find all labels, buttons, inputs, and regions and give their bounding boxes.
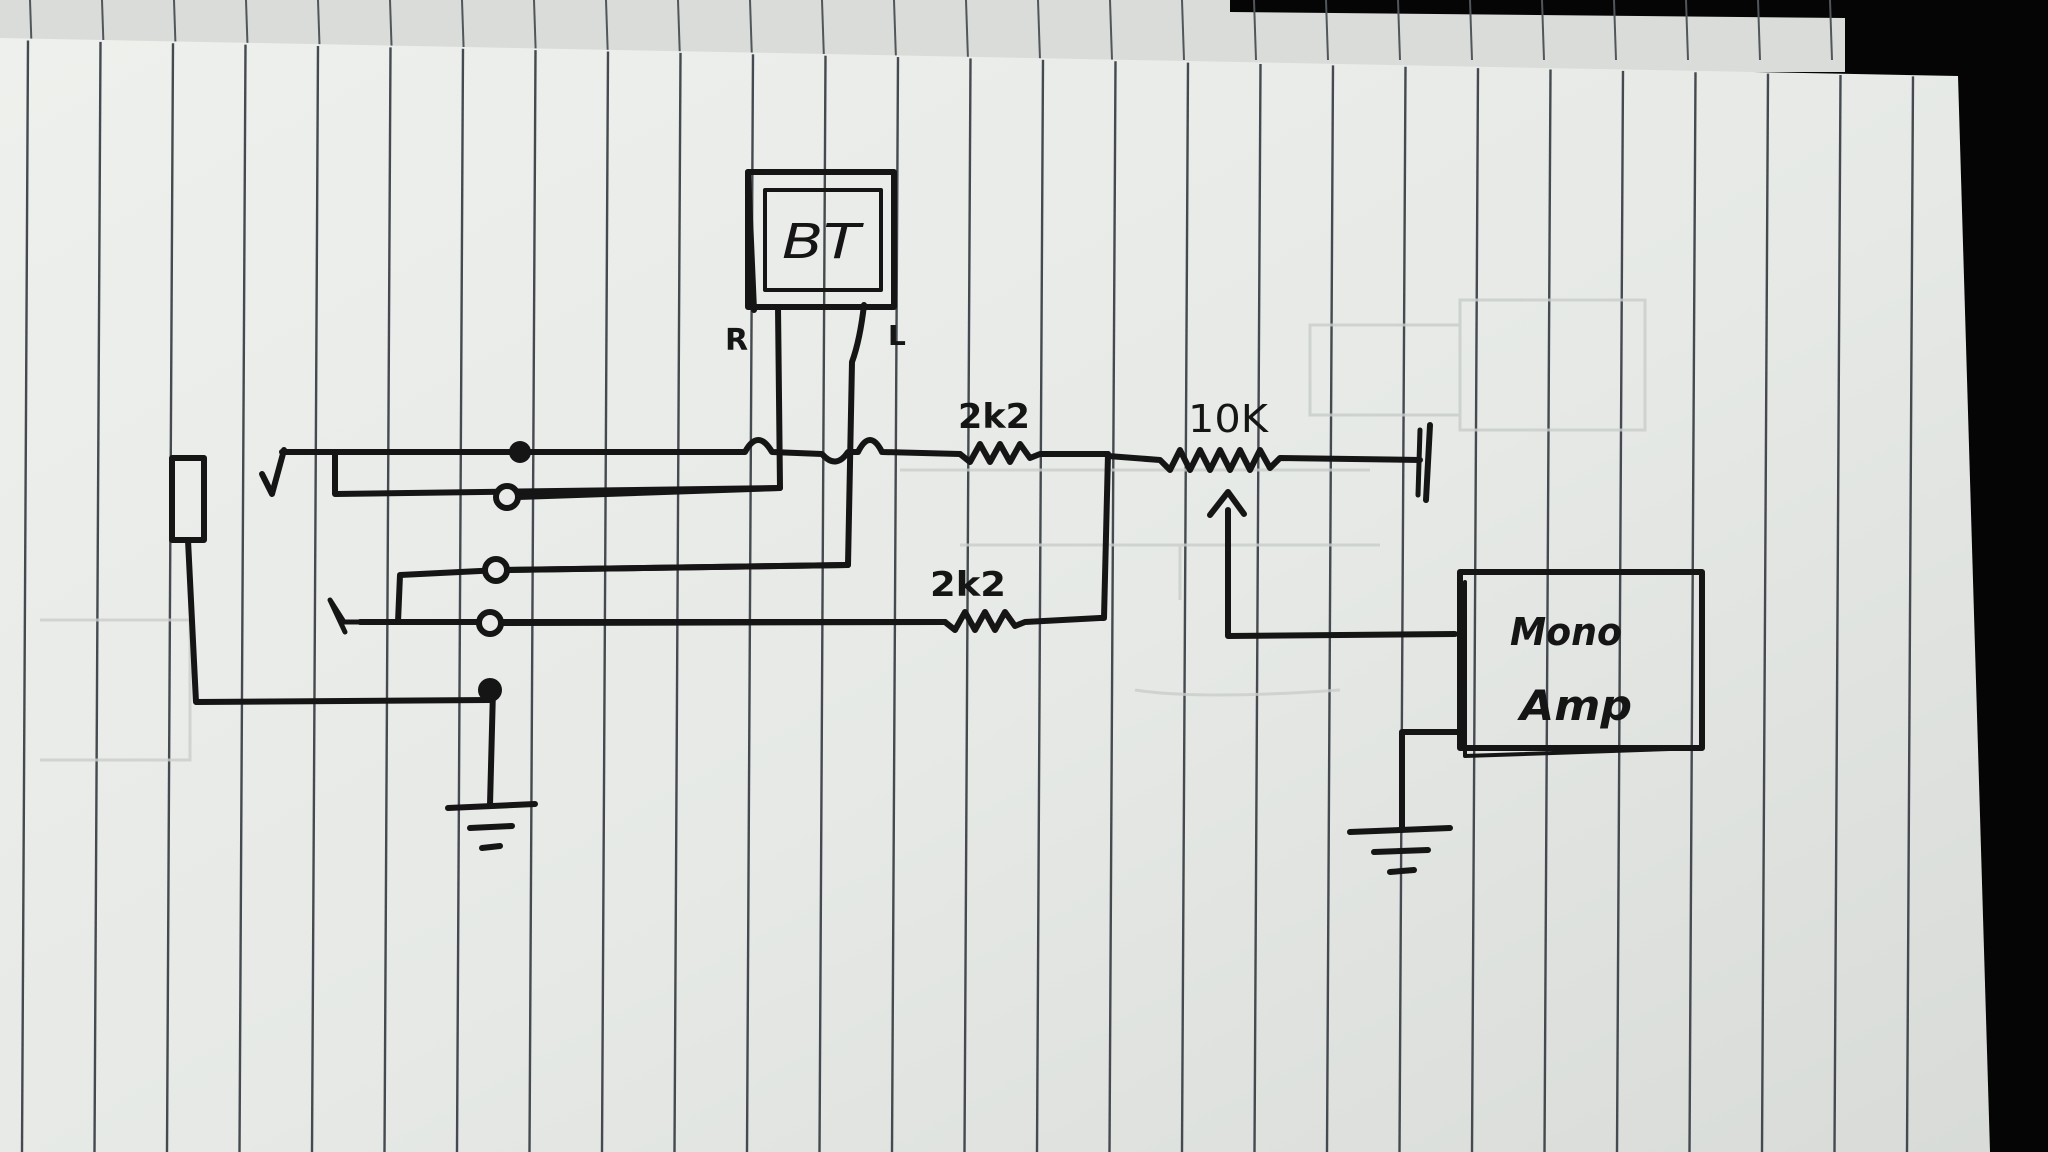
open-terminal	[493, 483, 521, 511]
ghost-show-through	[40, 298, 1647, 762]
resistor-top	[957, 441, 1111, 465]
ground-symbol-left	[445, 687, 538, 851]
mark-bottom-wedge	[327, 597, 363, 635]
wire-bt-right	[332, 304, 783, 497]
back-rule-line	[677, 0, 681, 61]
front-rule-line	[1470, 68, 1480, 1152]
front-rule-line	[673, 52, 682, 1152]
back-rule-line	[1325, 0, 1329, 61]
wire-sleeve	[395, 567, 503, 625]
back-rule-line	[1613, 0, 1617, 61]
junction-dot	[509, 441, 531, 463]
junction-dot	[478, 678, 502, 702]
front-rule-line	[455, 48, 465, 1152]
front-rule-line	[528, 50, 537, 1152]
bt-module-inner-box	[763, 188, 883, 292]
wire-top-row	[279, 437, 963, 465]
open-terminals	[476, 483, 521, 637]
potentiometer-wiper	[1225, 507, 1458, 639]
wire-summing	[1097, 451, 1111, 621]
potentiometer-label: 10K	[1188, 397, 1269, 441]
resistor-bottom-label: 2k2	[930, 565, 1006, 605]
front-rule-line	[963, 58, 972, 1152]
front-rule-line	[1543, 69, 1552, 1152]
front-rule-line	[1180, 62, 1190, 1152]
back-paper-rules	[29, 0, 1833, 61]
front-rule-line	[1398, 66, 1407, 1152]
back-rule-line	[1253, 0, 1257, 61]
back-rule-line	[965, 0, 969, 61]
front-rule-line	[1108, 61, 1117, 1152]
wiper-arrow	[1207, 489, 1247, 518]
wire-open-terminals	[498, 485, 948, 626]
back-rule-line	[749, 0, 753, 61]
front-rule-line	[1905, 76, 1915, 1152]
front-rule-line	[93, 41, 102, 1152]
back-rule-line	[1109, 0, 1113, 61]
back-rule-line	[1757, 0, 1761, 61]
front-rule-line	[1688, 72, 1697, 1152]
front-rule-line	[310, 46, 320, 1152]
front-rule-line	[1035, 59, 1045, 1152]
open-terminal	[482, 556, 510, 584]
open-terminal	[476, 609, 504, 637]
back-rule-line	[1829, 0, 1833, 61]
bt-pin-right-label: R	[725, 323, 748, 358]
mono-amp-box	[1457, 569, 1705, 751]
front-paper-sheet	[0, 38, 1990, 1152]
front-rule-line	[165, 43, 175, 1152]
front-rule-line	[238, 44, 247, 1152]
resistor-top-label: 2k2	[958, 397, 1030, 437]
amp-label-line1: Mono	[1510, 610, 1622, 654]
schematic	[169, 169, 1705, 875]
wire-amp-ground	[1399, 729, 1463, 833]
front-rule-line	[1253, 63, 1262, 1152]
ground-symbol-right	[1347, 825, 1453, 875]
back-rule-line	[1397, 0, 1401, 61]
back-rule-line	[821, 0, 825, 61]
mark-top-v	[259, 447, 287, 497]
front-paper-rules	[20, 40, 1915, 1152]
front-rule-line	[818, 55, 827, 1152]
wire-bt-left	[500, 302, 867, 573]
wire-jack-ground	[185, 537, 493, 705]
back-rule-line	[1181, 0, 1185, 61]
front-rule-line	[1833, 74, 1842, 1152]
back-rule-line	[1541, 0, 1545, 61]
back-rule-line	[1685, 0, 1689, 61]
front-rule-line	[1325, 65, 1335, 1152]
back-rule-line	[1469, 0, 1473, 61]
bt-pin-left-label: L	[888, 319, 906, 352]
front-rule-line	[1615, 70, 1625, 1152]
resistor-bottom	[942, 609, 1103, 633]
front-rule-line	[600, 51, 610, 1152]
junction-dots	[478, 441, 531, 702]
potentiometer-track	[1105, 447, 1423, 473]
bt-label: BT	[782, 214, 865, 270]
front-rule-line	[20, 40, 30, 1152]
front-rule-line	[1760, 73, 1770, 1152]
back-rule-line	[893, 0, 897, 61]
back-rule-line	[1037, 0, 1041, 61]
front-rule-line	[383, 47, 392, 1152]
amp-label-line2: Amp	[1517, 681, 1632, 730]
